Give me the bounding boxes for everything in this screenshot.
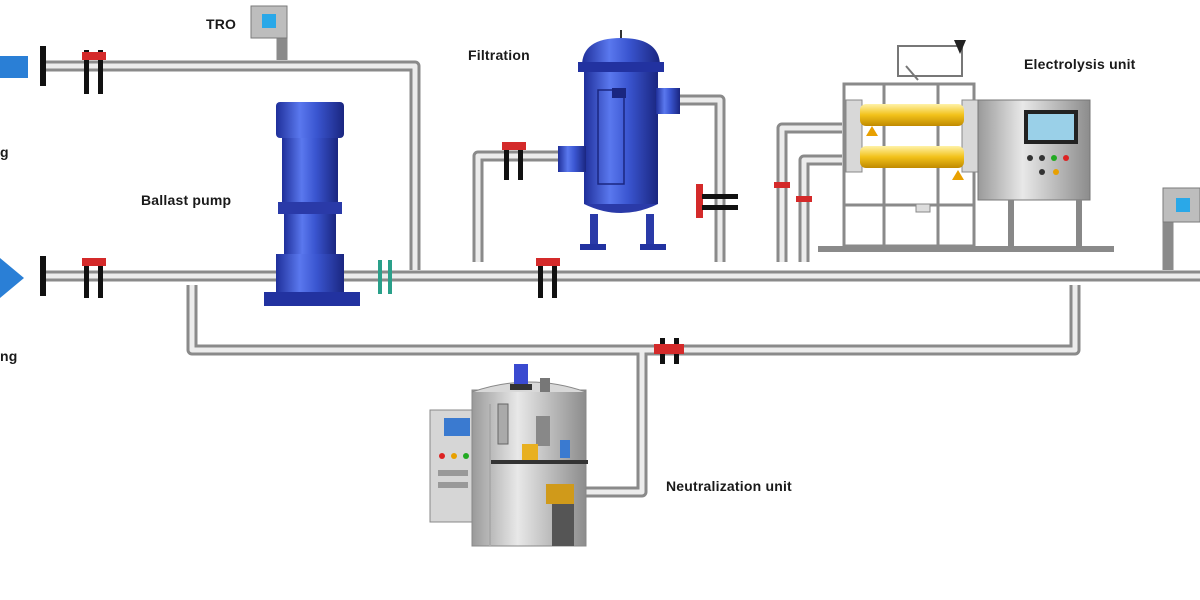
electrolysis-unit-label: Electrolysis unit	[1024, 56, 1136, 72]
valve-bypass	[654, 338, 684, 364]
pipe-network	[45, 38, 1200, 498]
inlet-top-block	[0, 56, 28, 78]
inlet-bottom-arrow	[0, 258, 24, 298]
tro-sensor-right	[1162, 187, 1200, 223]
valve-main-mid	[536, 258, 560, 298]
valve-main-inlet	[82, 258, 106, 298]
left-label-top-fragment: g	[0, 144, 9, 160]
left-label-bottom-fragment: ng	[0, 348, 18, 364]
coupling-green	[378, 260, 392, 294]
valve-filtration-inlet	[502, 142, 526, 180]
neutralization-unit	[429, 364, 588, 547]
ballast-pump-label: Ballast pump	[141, 192, 232, 208]
electrolysis-unit	[818, 40, 1114, 252]
filtration-filter	[558, 30, 680, 250]
valve-top-inlet	[82, 50, 106, 94]
inlet-arrows	[0, 56, 28, 298]
valves	[82, 50, 812, 364]
tro-sensor-top	[250, 5, 288, 39]
filtration-label: Filtration	[468, 47, 530, 63]
valve-electrolysis	[774, 182, 812, 202]
end-flanges	[40, 46, 46, 296]
ballast-pump	[264, 102, 360, 306]
valve-filtration-outlet	[696, 184, 738, 218]
tro-label-top: TRO	[206, 16, 237, 32]
neutralization-unit-label: Neutralization unit	[666, 478, 792, 494]
